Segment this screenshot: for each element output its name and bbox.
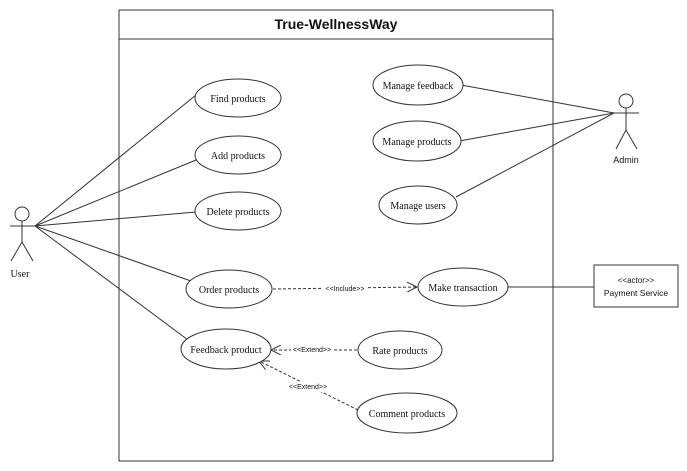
assoc-user-delete: [34, 211, 197, 227]
assoc-admin-products: [458, 112, 615, 142]
assoc-admin-feedback: [460, 84, 615, 114]
use-case-manage-feedback-label: Manage feedback: [383, 81, 454, 92]
use-case-add-products-label: Add products: [211, 151, 265, 162]
use-case-manage-users: Manage users: [378, 185, 458, 225]
user-actor-label: User: [11, 269, 31, 280]
include-label: <<Include>>: [326, 286, 365, 293]
assoc-admin-users: [455, 112, 615, 198]
admin-associations: [455, 84, 615, 198]
extend-rate-label: <<Extend>>: [293, 347, 331, 354]
use-case-order-products-label: Order products: [199, 285, 259, 296]
use-case-rate-products-label: Rate products: [372, 346, 427, 357]
use-case-feedback-product: Feedback product: [180, 328, 272, 370]
use-case-find-products-label: Find products: [210, 94, 265, 105]
extend-rate-label-bg: [291, 345, 333, 355]
use-case-add-products: Add products: [194, 135, 282, 175]
assoc-user-find: [34, 94, 197, 227]
user-actor: [10, 206, 35, 262]
include-label-bg: [322, 284, 368, 294]
use-case-manage-feedback: Manage feedback: [372, 64, 464, 106]
admin-actor: [614, 93, 639, 150]
assoc-user-add: [34, 159, 197, 227]
payment-service-label: Payment Service: [604, 288, 669, 298]
system-title: True-WellnessWay: [275, 16, 398, 32]
use-case-rate-products: Rate products: [357, 330, 443, 370]
use-case-feedback-product-label: Feedback product: [190, 345, 262, 356]
assoc-user-feedback: [34, 225, 189, 341]
use-case-order-products: Order products: [185, 269, 273, 309]
use-case-delete-products: Delete products: [194, 191, 282, 231]
use-case-manage-products: Manage products: [372, 120, 462, 162]
use-case-manage-users-label: Manage users: [390, 201, 445, 212]
use-case-make-transaction: Make transaction: [417, 267, 509, 307]
use-case-make-transaction-label: Make transaction: [428, 283, 497, 294]
use-case-find-products: Find products: [194, 78, 282, 118]
extend-comment-label-bg: [287, 382, 329, 392]
payment-service-stereotype: <<actor>>: [618, 276, 655, 285]
user-associations: [34, 94, 197, 341]
admin-actor-label: Admin: [613, 155, 639, 165]
payment-service-box: [593, 264, 679, 308]
use-case-comment-products: Comment products: [356, 392, 458, 434]
extend-comment-label: <<Extend>>: [289, 384, 327, 391]
use-case-manage-products-label: Manage products: [382, 137, 451, 148]
use-case-delete-products-label: Delete products: [206, 207, 269, 218]
assoc-user-order: [34, 225, 192, 282]
system-boundary: [118, 9, 554, 462]
use-case-comment-products-label: Comment products: [369, 409, 445, 420]
